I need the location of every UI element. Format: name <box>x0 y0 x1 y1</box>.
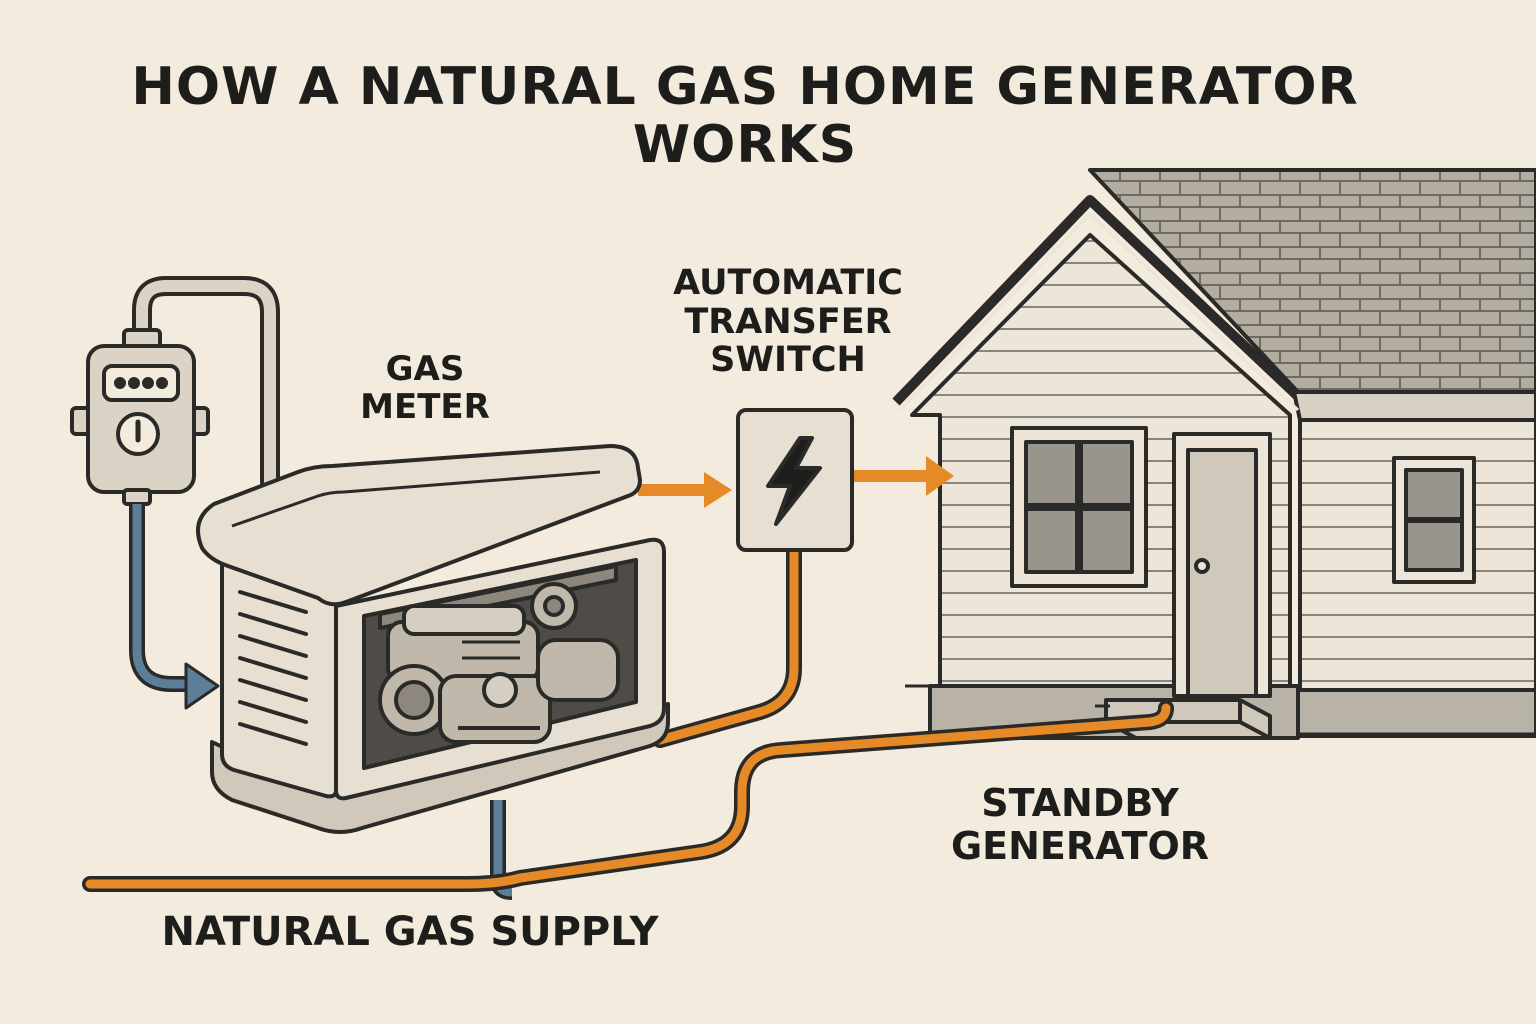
label-line: METER <box>360 387 490 428</box>
standby-generator-label: STANDBY GENERATOR <box>930 782 1230 867</box>
house-door <box>1172 432 1272 698</box>
meter-to-generator-gas-pipe <box>129 504 190 692</box>
house-roof-fascia <box>892 195 1308 406</box>
power-lines <box>82 456 1174 892</box>
transfer-switch-label: AUTOMATIC TRANSFER SWITCH <box>660 264 916 380</box>
title-line: WORKS <box>632 115 858 176</box>
arrow-right-icon <box>926 456 954 496</box>
label-line: STANDBY <box>981 781 1179 825</box>
label-line: TRANSFER <box>684 301 892 342</box>
standby-generator <box>196 444 670 834</box>
generator-louvers <box>238 590 308 746</box>
house-window-right <box>1392 456 1476 584</box>
label-line: NATURAL GAS SUPPLY <box>161 909 659 955</box>
gas-meter-label: GAS METER <box>330 350 520 426</box>
page-title: HOW A NATURAL GAS HOME GENERATOR WORKS <box>120 57 1370 176</box>
door-knob <box>1194 558 1210 574</box>
gas-supply-label: NATURAL GAS SUPPLY <box>150 910 670 955</box>
lightning-bolt-icon <box>766 436 822 526</box>
gas-meter <box>70 276 280 506</box>
generator-engine <box>378 582 620 744</box>
label-line: GENERATOR <box>950 823 1210 868</box>
label-line: GAS <box>385 349 465 389</box>
house <box>892 168 1536 740</box>
house-window-left <box>1010 426 1148 588</box>
label-line: AUTOMATIC <box>673 263 903 303</box>
title-line: HOW A NATURAL GAS HOME GENERATOR <box>131 57 1359 117</box>
ground-line <box>905 684 1536 736</box>
arrow-icon <box>184 662 220 710</box>
house-roof <box>1088 168 1536 394</box>
generator-lid <box>196 444 642 607</box>
house-side-foundation <box>1278 688 1536 738</box>
label-line: SWITCH <box>710 340 866 380</box>
transfer-switch <box>736 408 854 552</box>
house-eave <box>1292 390 1536 422</box>
arrow-right-icon <box>704 472 732 508</box>
meter-display <box>102 364 180 402</box>
